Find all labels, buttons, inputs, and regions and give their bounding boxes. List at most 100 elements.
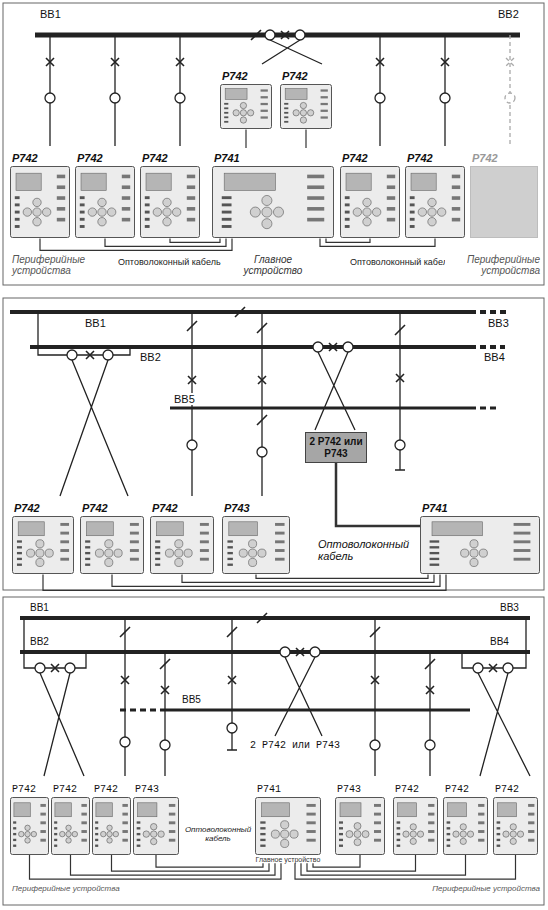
keypad-key [105,540,113,548]
led [222,197,232,200]
relay-case [406,167,465,238]
led [15,211,20,214]
switchgear-symbol [343,342,353,352]
keypad-key [36,559,44,567]
led [224,117,228,119]
led [497,838,501,840]
lcd-screen [55,802,71,816]
led [95,832,98,834]
switchgear-symbol [120,627,130,637]
led [155,564,160,566]
switchgear-symbol [425,659,435,669]
led [306,803,315,806]
led [410,211,415,214]
relay-faceplate [220,84,272,129]
led [54,838,57,840]
busbar [160,709,470,712]
led [187,207,195,211]
switchgear-symbol [473,663,483,673]
relay-faceplate [340,166,400,238]
keypad-key [184,549,192,557]
relay-device: P742 [443,778,488,855]
fibre-optic-cable [301,855,466,876]
led [200,549,209,552]
switchgear-symbol [45,93,55,103]
lcd-screen [498,802,517,816]
keypad-key [517,830,523,836]
led [447,838,451,840]
led [447,844,451,846]
relay-case [81,517,144,574]
led [261,103,268,105]
led [17,552,22,554]
led [345,225,350,228]
led [447,827,451,829]
device-label: P742 [80,502,110,516]
keypad-key [428,199,436,207]
keypad-key [33,199,41,207]
busbar [20,650,530,654]
busbar [470,310,510,314]
led [169,830,175,833]
led [13,832,16,834]
relay-device: P743 [133,778,179,855]
keypad-key [163,199,171,207]
led [478,821,484,824]
relay-case [11,167,70,238]
switchgear-symbol [227,723,237,733]
keypad-key [105,549,113,557]
keypad-key [290,830,298,838]
relay-device: P742 [75,148,135,238]
switchgear-symbol [375,93,385,103]
keypad-key [175,559,183,567]
relay-faceplate [393,797,438,855]
led [260,844,265,846]
device-label: P743 [222,502,252,516]
keypad-key [45,549,53,557]
led [57,207,65,211]
led [155,541,160,543]
led [430,552,440,554]
fibre-optic-cable [295,855,516,880]
keypad-key [479,549,487,557]
keypad-key [346,830,353,837]
relay-faceplate [222,516,290,574]
led [345,204,350,207]
led [339,821,343,823]
relay-device: P742 [140,148,200,238]
keypad-key [410,838,416,844]
faceplate-holder [75,166,135,238]
switchgear-symbol [296,648,304,656]
led [321,90,328,92]
keypad-key [240,110,246,116]
lcd-screen [398,802,417,816]
led [13,844,16,846]
switchgear-symbol [111,58,119,66]
relay-case [444,797,488,854]
faceplate-holder [222,516,290,574]
led [275,523,285,526]
busbar-label: BB4 [484,351,505,363]
device-label: P742 [75,152,105,166]
keypad-key [150,823,156,829]
led [260,821,265,823]
relay-device: P742 [220,66,272,129]
led [410,218,415,221]
device-label: P742 [340,152,370,166]
busbar [35,33,520,38]
relay-faceplate [212,166,334,238]
led [80,225,85,228]
led [528,830,534,833]
relay-case [213,167,334,238]
fibre-optic-cable [71,855,276,876]
keypad-key [281,839,289,847]
led [187,186,195,190]
keypad-key [403,830,409,836]
device-label: P741 [212,152,242,166]
led [374,821,381,824]
device-label: P742 [220,70,250,84]
keypad-key [105,559,113,567]
switchgear-symbol [265,30,275,40]
switchgear-symbol [370,627,380,637]
